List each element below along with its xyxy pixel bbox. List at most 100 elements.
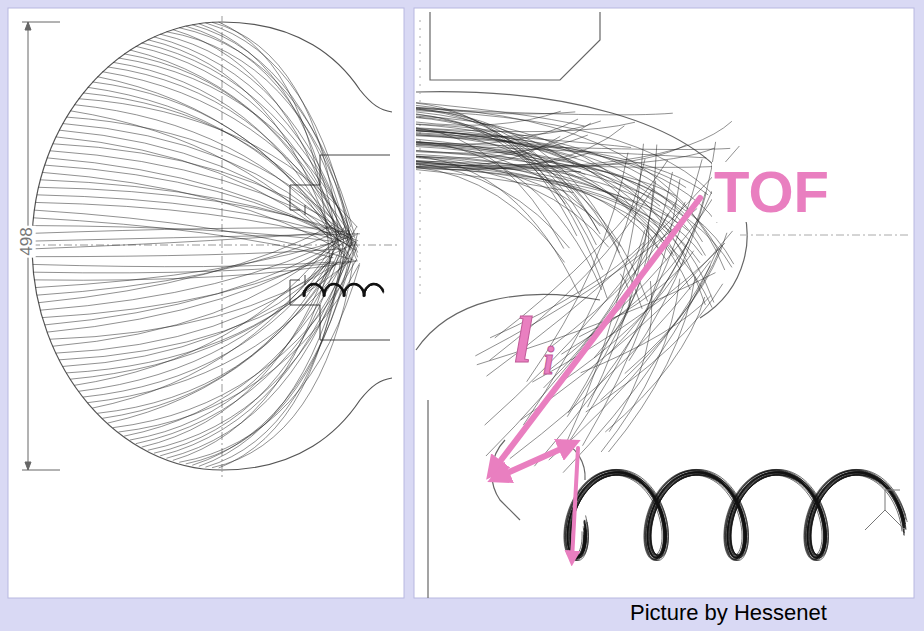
trajectory-line (416, 161, 702, 256)
trajectory-line (416, 131, 648, 302)
trajectory-line (416, 112, 574, 165)
trajectory-line (579, 251, 694, 337)
trajectory-line (477, 273, 716, 365)
trajectory-line (416, 118, 600, 234)
trajectory-line (59, 130, 341, 242)
trajectory-line (567, 472, 905, 559)
trajectory-line (32, 234, 360, 241)
trajectory-line (416, 144, 706, 158)
trajectory-line (605, 297, 704, 432)
trajectory-line (92, 226, 345, 408)
trajectory-line (136, 241, 357, 444)
trajectory-line (59, 262, 349, 360)
trajectory-line (179, 265, 359, 463)
trajectory-line (416, 128, 564, 249)
trajectory-line (219, 232, 345, 467)
trajectory-line (416, 103, 577, 236)
trajectory-line (79, 99, 358, 227)
trajectory-line (47, 234, 356, 332)
trajectory-line (32, 231, 349, 249)
trajectory-line (416, 158, 621, 247)
trajectory-line (485, 200, 678, 425)
trajectory-line (63, 261, 331, 366)
trajectory-line (97, 262, 333, 414)
electrode-outline (32, 22, 222, 470)
trajectory-line (567, 473, 904, 558)
tof-label: TOF (712, 162, 831, 222)
trajectory-line (567, 473, 904, 558)
trajectory-line (571, 475, 904, 555)
trajectory-line (416, 141, 602, 290)
trajectory-line (179, 28, 354, 235)
trajectory-line (136, 46, 350, 248)
dimension-label: 498 (17, 225, 36, 257)
trajectory-line (32, 249, 343, 257)
trajectory-line (74, 234, 338, 385)
trajectory-line (608, 192, 705, 355)
trajectory-line (568, 181, 655, 413)
axis-line (222, 16, 223, 478)
trajectory-fan (416, 103, 739, 473)
trajectory-line (570, 475, 904, 555)
trajectory-line (475, 208, 697, 355)
right-panel (414, 8, 914, 598)
trajectory-line (154, 250, 341, 453)
trajectory-line (564, 471, 903, 559)
trajectory-line (142, 43, 358, 253)
trajectory-line (32, 228, 334, 233)
trajectory-line (63, 124, 343, 237)
trajectory-line (124, 54, 341, 239)
trajectory-line (66, 264, 335, 373)
electrode-outline (416, 12, 747, 598)
trajectory-line (568, 472, 905, 557)
left-panel (8, 8, 404, 598)
trajectory-line (570, 159, 702, 440)
trajectory-line (142, 241, 337, 447)
trajectory-line (489, 189, 652, 361)
trajectory-line (166, 242, 351, 458)
trajectory-line (416, 131, 714, 303)
trajectory-line (192, 25, 352, 247)
path-length-subscript: i (541, 340, 556, 382)
trajectory-line (304, 284, 384, 297)
trajectory-line (130, 254, 338, 440)
trajectory-line (92, 82, 331, 236)
trajectory-line (304, 284, 384, 297)
trajectory-line (119, 263, 360, 432)
trajectory-line (38, 225, 332, 303)
trajectory-line (97, 77, 352, 260)
trajectory-line (567, 172, 672, 417)
trajectory-line (566, 470, 906, 560)
trajectory-line (416, 135, 662, 255)
trajectory-line (79, 248, 337, 392)
trajectory-line (173, 237, 336, 460)
trajectory-line (543, 191, 717, 375)
electrode-outline (222, 378, 392, 470)
trajectory-line (416, 157, 666, 260)
trajectory-line (601, 245, 722, 400)
trajectory-line (571, 474, 905, 556)
trajectory-line (601, 279, 680, 452)
trajectory-line (569, 475, 903, 555)
trajectory-line (487, 146, 740, 376)
trajectory-line (571, 475, 904, 556)
trajectory-line (66, 117, 345, 232)
trajectory-line (588, 145, 657, 408)
trajectory-line (37, 235, 330, 295)
trajectory-line (564, 470, 904, 560)
trajectory-line (586, 284, 723, 412)
trajectory-line (303, 283, 383, 296)
trajectory-line (567, 472, 905, 558)
trajectory-line (570, 472, 906, 558)
trajectory-line (37, 195, 348, 239)
trajectory-line (594, 226, 649, 358)
trajectory-line (70, 252, 347, 379)
trajectory-line (532, 243, 725, 382)
trajectory-line (563, 249, 717, 472)
axis-line (420, 20, 421, 300)
trajectory-line (625, 233, 727, 374)
trajectory-line (160, 238, 352, 455)
trajectory-line (486, 213, 669, 456)
trajectory-line (199, 24, 340, 255)
trajectory-line (416, 114, 565, 204)
